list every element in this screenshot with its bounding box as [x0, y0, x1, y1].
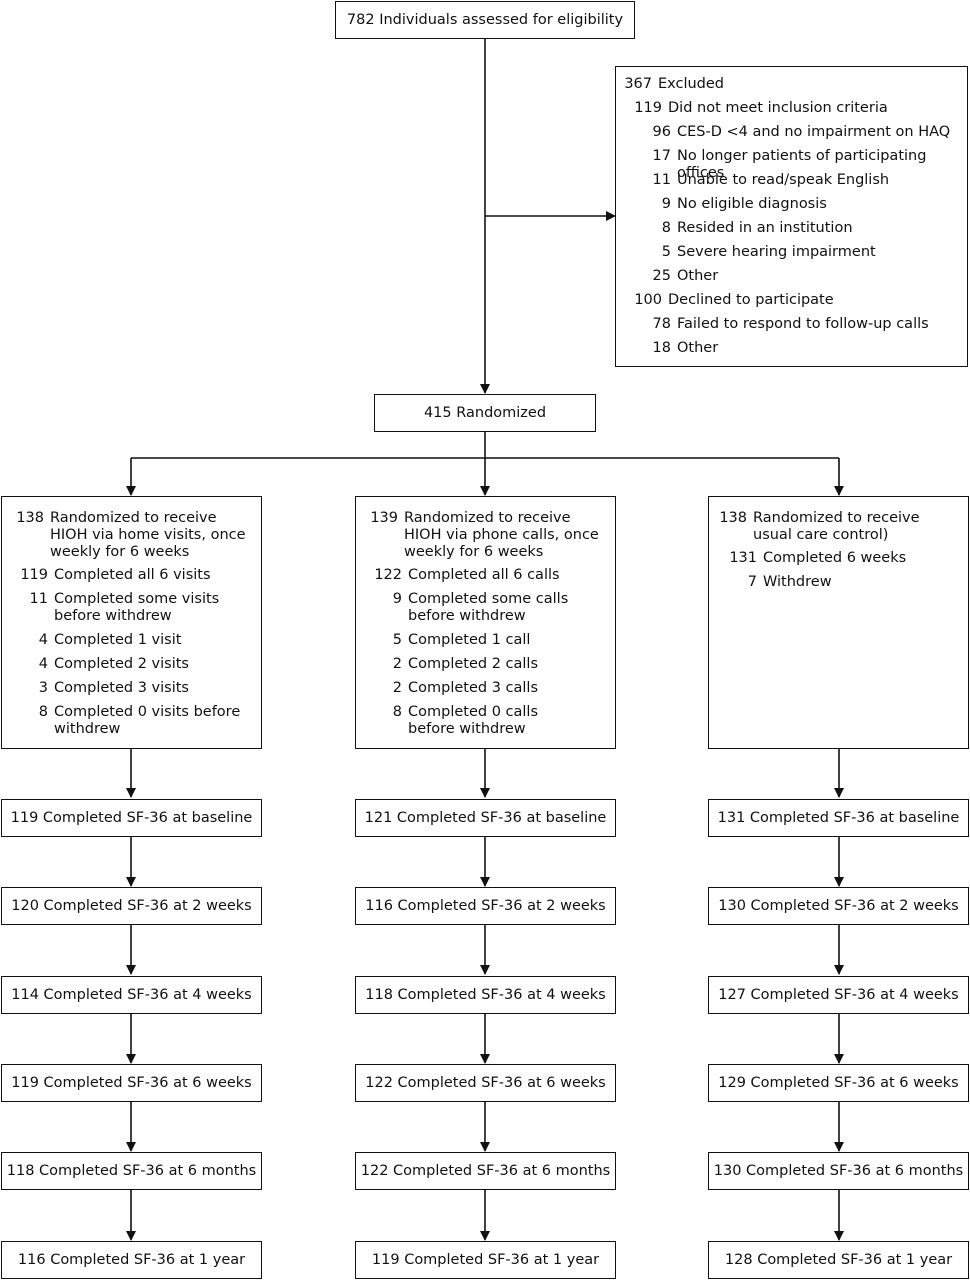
randomized-box: 415 Randomized	[374, 394, 596, 432]
arm-line: 8 Completed 0 calls before withdrew	[392, 704, 538, 737]
arm-line: 2 Completed 3 calls	[392, 680, 538, 696]
excluded-line: 11 Unable to read/speak English	[652, 172, 890, 188]
arm-phone-calls-box: 139 Randomized to receive HIOH via phone…	[355, 496, 616, 749]
sf36-box: 130 Completed SF-36 at 2 weeks	[708, 887, 969, 925]
assessed-box: 782 Individuals assessed for eligibility	[335, 1, 635, 39]
excluded-line: 5 Severe hearing impairment	[661, 244, 876, 260]
arm-line: 122 Completed all 6 calls	[374, 567, 560, 583]
excluded-line: 9 No eligible diagnosis	[661, 196, 827, 212]
arm-line: 3 Completed 3 visits	[38, 680, 189, 696]
sf36-box: 122 Completed SF-36 at 6 weeks	[355, 1064, 616, 1102]
sf36-box: 128 Completed SF-36 at 1 year	[708, 1241, 969, 1279]
sf36-box: 119 Completed SF-36 at baseline	[1, 799, 262, 837]
sf36-box: 121 Completed SF-36 at baseline	[355, 799, 616, 837]
excluded-line: 367 Excluded	[624, 76, 725, 92]
sf36-box: 114 Completed SF-36 at 4 weeks	[1, 976, 262, 1014]
arm-line: 139 Randomized to receive HIOH via phone…	[370, 510, 599, 560]
arm-line: 131 Completed 6 weeks	[729, 550, 907, 566]
arm-line: 4 Completed 2 visits	[38, 656, 189, 672]
sf36-box: 130 Completed SF-36 at 6 months	[708, 1152, 969, 1190]
sf36-box: 119 Completed SF-36 at 6 weeks	[1, 1064, 262, 1102]
excluded-line: 78 Failed to respond to follow-up calls	[652, 316, 929, 332]
arm-line: 138 Randomized to receive usual care con…	[719, 510, 920, 543]
sf36-box: 129 Completed SF-36 at 6 weeks	[708, 1064, 969, 1102]
arm-line: 9 Completed some calls before withdrew	[392, 591, 569, 624]
excluded-line: 17 No longer patients of participating o…	[652, 148, 927, 181]
arm-line: 2 Completed 2 calls	[392, 656, 538, 672]
arm-usual-care-box: 138 Randomized to receive usual care con…	[708, 496, 969, 749]
sf36-box: 122 Completed SF-36 at 6 months	[355, 1152, 616, 1190]
excluded-line: 8 Resided in an institution	[661, 220, 853, 236]
excluded-line: 119 Did not meet inclusion criteria	[634, 100, 888, 116]
sf36-box: 118 Completed SF-36 at 6 months	[1, 1152, 262, 1190]
arm-line: 4 Completed 1 visit	[38, 632, 182, 648]
sf36-box: 120 Completed SF-36 at 2 weeks	[1, 887, 262, 925]
excluded-line: 25 Other	[652, 268, 719, 284]
arm-home-visits-box: 138 Randomized to receive HIOH via home …	[1, 496, 262, 749]
sf36-box: 118 Completed SF-36 at 4 weeks	[355, 976, 616, 1014]
arm-line: 8 Completed 0 visits before withdrew	[38, 704, 241, 737]
arm-line: 5 Completed 1 call	[392, 632, 531, 648]
arm-line: 11 Completed some visits before withdrew	[29, 591, 220, 624]
excluded-line: 18 Other	[652, 340, 719, 356]
excluded-line: 100 Declined to participate	[634, 292, 834, 308]
assessed-label: 782 Individuals assessed for eligibility	[346, 12, 624, 28]
excluded-box: 367 Excluded 119 Did not meet inclusion …	[615, 66, 968, 367]
sf36-box: 131 Completed SF-36 at baseline	[708, 799, 969, 837]
arm-line: 138 Randomized to receive HIOH via home …	[16, 510, 246, 560]
sf36-box: 127 Completed SF-36 at 4 weeks	[708, 976, 969, 1014]
excluded-line: 96 CES-D <4 and no impairment on HAQ	[652, 124, 951, 140]
sf36-box: 116 Completed SF-36 at 1 year	[1, 1241, 262, 1279]
sf36-box: 116 Completed SF-36 at 2 weeks	[355, 887, 616, 925]
sf36-box: 119 Completed SF-36 at 1 year	[355, 1241, 616, 1279]
arm-line: 7 Withdrew	[747, 574, 832, 590]
randomized-label: 415 Randomized	[423, 405, 547, 421]
arm-line: 119 Completed all 6 visits	[20, 567, 211, 583]
